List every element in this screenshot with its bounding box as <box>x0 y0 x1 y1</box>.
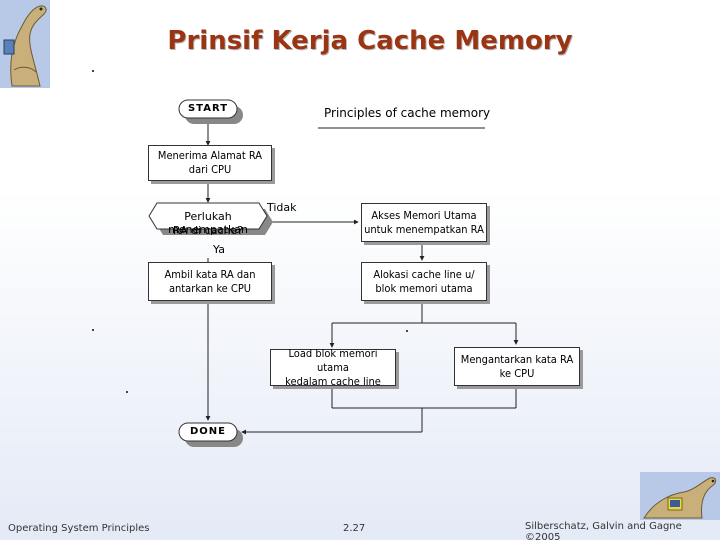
load-block-box: Load blok memori utama kedalam cache lin… <box>270 346 396 388</box>
fetch-word-line2: antarkan ke CPU <box>168 281 252 295</box>
stray-dot <box>406 330 408 332</box>
footer-copyright: Silberschatz, Galvin and Gagne ©2005 <box>525 521 682 543</box>
stray-dot <box>92 329 94 331</box>
access-memory-line1: Akses Memori Utama <box>371 208 477 222</box>
allocate-cache-box: Alokasi cache line u/ blok memori utama <box>361 262 487 301</box>
no-label: Tidak <box>267 201 297 214</box>
slide-title: Prinsif Kerja Cache Memory <box>167 26 573 56</box>
done-label: DONE <box>189 426 226 437</box>
fetch-word-box: Ambil kata RA dan antarkan ke CPU <box>148 262 272 301</box>
access-memory-box: Akses Memori Utama untuk menempatkan RA <box>361 203 487 242</box>
footer-page-number: 2.27 <box>343 523 366 534</box>
receive-address-box: Menerima Alamat RA dari CPU <box>148 145 272 181</box>
start-label: START <box>187 103 229 114</box>
load-block-line2: kedalam cache line <box>285 374 381 388</box>
access-memory-line2: untuk menempatkan RA <box>364 222 484 236</box>
footer-course: Operating System Principles <box>8 523 150 534</box>
yes-label: Ya <box>213 243 225 256</box>
deliver-word-box: Mengantarkan kata RA ke CPU <box>454 347 580 386</box>
fetch-word-line1: Ambil kata RA dan <box>164 267 256 281</box>
allocate-cache-line2: blok memori utama <box>375 281 473 295</box>
decision-line2: RA di cache? <box>172 224 244 237</box>
dinosaur-logo-bottom-right <box>640 472 720 520</box>
dinosaur-logo-top-left <box>0 0 50 88</box>
stray-dot <box>126 391 128 393</box>
load-block-line1: Load blok memori utama <box>288 346 378 374</box>
receive-address-line1: Menerima Alamat RA <box>157 149 263 162</box>
deliver-word-line1: Mengantarkan kata RA <box>460 352 574 366</box>
diagram-heading: Principles of cache memory <box>324 106 491 120</box>
decision-line1: Perlukah menempatkan <box>168 210 248 236</box>
allocate-cache-line1: Alokasi cache line u/ <box>373 267 475 281</box>
receive-address-line2: dari CPU <box>188 163 232 176</box>
deliver-word-line2: ke CPU <box>499 366 535 380</box>
stray-dot <box>92 70 94 72</box>
